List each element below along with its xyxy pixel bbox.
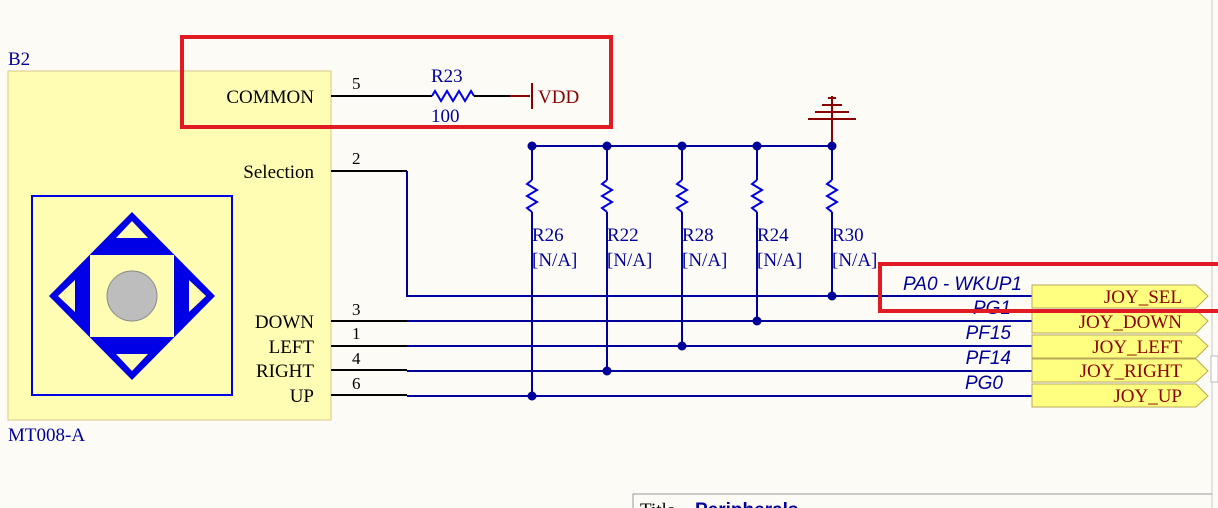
junction-dot [827,141,837,151]
r28-zigzag [675,179,689,213]
arrow-up-icon [116,221,148,238]
highlight-box-common [180,35,613,129]
r28-value: [N/A] [682,250,727,271]
pin-number-down: 3 [352,300,361,319]
junction-dot [527,141,537,151]
port-label-down: JOY_DOWN [1079,312,1183,333]
r30-value: [N/A] [832,250,877,271]
junction-dot [677,341,687,351]
r22-value: [N/A] [607,250,652,271]
r22-zigzag [600,179,614,213]
r24-value: [N/A] [757,250,802,271]
pin-name-right: RIGHT [256,361,314,382]
net-label-right: PF14 [966,348,1011,369]
pin-name-up: UP [290,386,314,407]
signal-nets [406,171,1032,397]
pin-name-selection: Selection [243,162,314,183]
r26-zigzag [525,179,539,213]
port-label-up: JOY_UP [1113,386,1182,407]
component-part-number: MT008-A [8,425,85,446]
title-block-value: Peripherals [695,500,799,508]
arrow-right-icon [189,280,206,312]
arrow-down-icon [116,354,148,371]
pin-stubs [331,95,407,396]
pin-number-common: 5 [352,74,361,93]
port-joy-sel [1031,284,1209,309]
junction-dot [752,316,762,326]
title-block-label: Title [640,500,675,508]
r28-designator: R28 [682,225,714,246]
port-joy-right [1031,358,1209,383]
junction-dot [602,141,612,151]
pulldown-resistor-set [525,146,839,396]
port-joy-left [1031,334,1209,359]
r23-value: 100 [431,106,460,127]
pin-name-down: DOWN [255,312,314,333]
net-selection [406,171,1032,297]
arrow-left-icon [58,280,75,312]
ground-icon [808,96,856,146]
r26-value: [N/A] [532,250,577,271]
joystick-knob [106,270,158,322]
net-label-left: PF15 [966,323,1012,344]
r30-zigzag [825,179,839,213]
pin-name-common: COMMON [226,87,314,108]
pin-name-left: LEFT [269,337,315,358]
junction-dot [752,141,762,151]
port-joy-up [1031,383,1209,408]
r24-designator: R24 [757,225,789,246]
net-label-down: PG1 [973,298,1011,319]
port-label-left: JOY_LEFT [1092,337,1182,358]
port-set [1031,284,1209,408]
junction-dot [527,391,537,401]
r24-zigzag [750,179,764,213]
r22-designator: R22 [607,225,639,246]
r23-resistor [407,83,533,109]
junction-dots [527,141,837,401]
sheet-marker [1210,355,1218,383]
pin-number-selection: 2 [352,149,361,168]
pin-number-up: 6 [352,374,361,393]
highlight-box-sel [878,262,1218,313]
vdd-label: VDD [538,87,579,108]
joystick-symbol [31,195,233,396]
title-block: Title Peripherals [632,493,1212,508]
component-designator: B2 [8,49,30,70]
pin-number-left: 1 [352,324,361,343]
r23-zigzag [431,89,475,103]
junction-dot [827,291,837,301]
pin-number-right: 4 [352,349,361,368]
net-label-sel: PA0 - WKUP1 [903,274,1022,295]
junction-dot [677,141,687,151]
joystick-frame [31,195,233,396]
junction-dot [602,366,612,376]
net-label-up: PG0 [965,373,1003,394]
port-label-right: JOY_RIGHT [1080,361,1183,382]
component-body [7,70,332,421]
r23-designator: R23 [431,66,463,87]
r26-designator: R26 [532,225,564,246]
r30-designator: R30 [832,225,864,246]
port-label-sel: JOY_SEL [1104,287,1182,308]
